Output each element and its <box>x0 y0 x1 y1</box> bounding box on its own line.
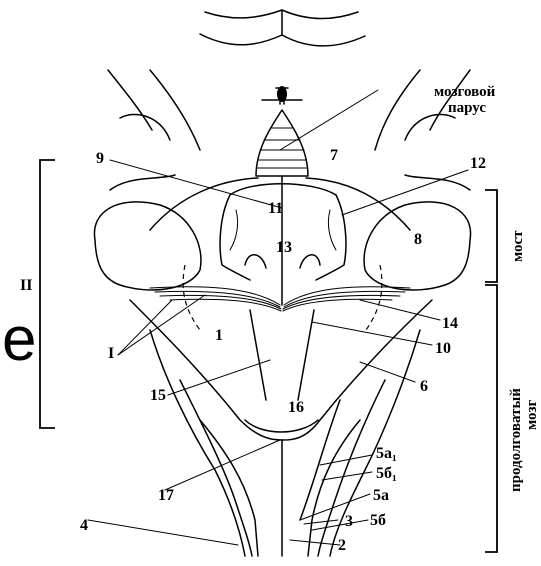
label-17: 17 <box>158 487 174 504</box>
label-15: 15 <box>150 387 166 404</box>
label-5a1: 5а₁ <box>376 445 397 462</box>
label-velum-1: мозговой <box>434 84 496 100</box>
lower-fossa <box>130 300 432 440</box>
label-2: 2 <box>338 537 346 554</box>
label-3: 3 <box>345 513 353 530</box>
label-13: 13 <box>276 239 292 256</box>
label-pons: мост <box>510 230 526 262</box>
label-5a: 5а <box>373 487 389 504</box>
label-16: 16 <box>288 399 304 416</box>
label-4: 4 <box>80 517 88 534</box>
label-7: 7 <box>330 147 338 164</box>
label-14: 14 <box>442 315 458 332</box>
label-6: 6 <box>420 378 428 395</box>
bracket-medulla <box>485 285 497 552</box>
top-arcs <box>200 10 365 46</box>
label-10: 10 <box>435 340 451 357</box>
label-medulla-2: мозг <box>524 399 540 430</box>
medullary-velum <box>256 86 308 176</box>
label-11: 11 <box>268 200 283 217</box>
label-12: 12 <box>470 155 486 172</box>
label-velum-2: парус <box>448 100 486 116</box>
leader-lines <box>88 90 468 545</box>
label-5b: 5б <box>370 512 386 529</box>
label-medulla-1: продолговатый <box>508 388 524 492</box>
striae-medullares <box>150 287 410 311</box>
label-I: I <box>108 345 114 362</box>
bracket-II <box>40 160 55 428</box>
label-II: II <box>20 277 32 294</box>
labels: мозговой парус 7 9 12 11 8 13 II 1 14 10… <box>2 84 540 554</box>
label-8: 8 <box>414 231 422 248</box>
bracket-pons <box>485 190 497 282</box>
label-9: 9 <box>96 150 104 167</box>
label-1: 1 <box>215 327 223 344</box>
label-5b1: 5б₁ <box>376 465 397 482</box>
upper-outline <box>108 70 470 190</box>
edge-letter: е <box>2 305 36 374</box>
